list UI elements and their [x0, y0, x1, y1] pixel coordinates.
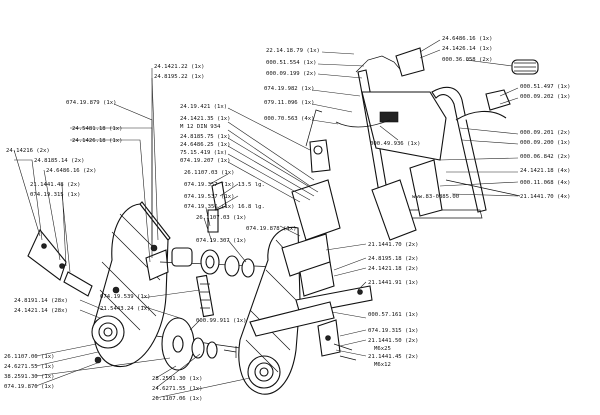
- part-label: 26.1107.03 (1x): [196, 215, 247, 221]
- part-label: M6x25: [374, 346, 391, 352]
- part-label: 000.09.201 (2x): [520, 130, 571, 136]
- part-label: 24.1426.18 (1x): [72, 138, 123, 144]
- part-label: 079.11.096 (1x): [264, 100, 315, 106]
- part-label: 24.5481.18 (1x): [72, 126, 123, 132]
- part-label: 074.19.315 (1x): [30, 192, 81, 198]
- part-label: 75.15.419 (1x): [180, 150, 227, 156]
- part-label: 24.8195.22 (1x): [154, 74, 205, 80]
- part-label: 000.70.563 (4x): [264, 116, 315, 122]
- part-label: 24.8195.18 (2x): [368, 256, 419, 262]
- left-chain-case: [27, 201, 171, 368]
- part-label: 24.6271.55 (1x): [4, 364, 55, 370]
- part-label: 074.19.878 (1x): [246, 226, 297, 232]
- part-label: 074.19.315 (1x): [368, 328, 419, 334]
- part-label: 074.19.356 (1x) 16.8 lg.: [184, 204, 265, 210]
- part-label: 074.19.537 (1x): [184, 194, 235, 200]
- part-label: 24.14216 (2x): [6, 148, 50, 154]
- part-label: 21.1441.70 (2x): [368, 242, 419, 248]
- part-label: 24.6486.16 (1x): [442, 36, 493, 42]
- part-label: 26.1107.06 (1x): [4, 354, 55, 360]
- part-labels: 22.14.18.79 (1x) 24.6486.16 (1x) 24.1426…: [4, 36, 571, 402]
- part-label: 24.6271.55 (1x): [152, 386, 203, 392]
- part-label: 21.1441.50 (2x): [368, 338, 419, 344]
- part-label: 24.1421.18 (2x): [368, 266, 419, 272]
- part-label: 000.99.911 (1x): [196, 318, 247, 324]
- right-chain-case: [238, 226, 373, 395]
- part-label: 000.09.199 (2x): [266, 71, 317, 77]
- part-label: M 12 DIN 934: [180, 124, 221, 130]
- diagram-reference-url: www.83-0885.00: [412, 194, 459, 200]
- part-label: 074.19.982 (1x): [264, 86, 315, 92]
- part-label: 000.49.936 (1x): [370, 141, 421, 147]
- part-label: 28.2591.30 (1x): [152, 376, 203, 382]
- part-label: 074.19.539 (1x): [100, 294, 151, 300]
- part-label: 24.19.421 (1x): [180, 104, 227, 110]
- part-label: 21.1441.48 (2x): [30, 182, 81, 188]
- part-label: 24.6486.16 (2x): [46, 168, 97, 174]
- part-label: 24.8191.14 (28x): [14, 298, 68, 304]
- part-label: 000.51.497 (1x): [520, 84, 571, 90]
- part-label: 074.19.357 (1x) 13.5 lg.: [184, 182, 265, 188]
- part-label: M6x12: [374, 362, 391, 368]
- part-label: 000.09.202 (1x): [520, 94, 571, 100]
- part-label: 24.1421.22 (1x): [154, 64, 205, 70]
- part-label: 21.1441.45 (2x): [368, 354, 419, 360]
- center-gear-assembly: [155, 181, 301, 371]
- part-label: 24.8185.14 (2x): [34, 158, 85, 164]
- leader-lines: [13, 39, 519, 399]
- part-label: 000.57.161 (1x): [368, 312, 419, 318]
- part-label: 26.1107.03 (1x): [184, 170, 235, 176]
- part-label: 074.19.207 (1x): [180, 158, 231, 164]
- part-label: 24.1426.14 (1x): [442, 46, 493, 52]
- part-label: 000.51.554 (1x): [266, 60, 317, 66]
- part-label: 000.11.068 (4x): [520, 180, 571, 186]
- part-label: 22.14.18.79 (1x): [266, 48, 320, 54]
- warning-decal: [379, 111, 399, 123]
- handlebar-assembly: [291, 47, 539, 241]
- part-label: 24.8185.75 (1x): [180, 134, 231, 140]
- part-label: 21.5443.24 (1x): [100, 306, 151, 312]
- part-label: 21.1441.70 (4x): [520, 194, 571, 200]
- part-label: 074.19.879 (1x): [66, 100, 117, 106]
- part-label: 24.6486.25 (1x): [180, 142, 231, 148]
- part-label: 24.1421.18 (4x): [520, 168, 571, 174]
- part-label: 38.2591.30 (1x): [4, 374, 55, 380]
- part-label: 000.36.058 (2x): [442, 57, 493, 63]
- part-label: 24.1421.35 (1x): [180, 116, 231, 122]
- part-label: 000.09.200 (1x): [520, 140, 571, 146]
- part-label: 000.06.842 (2x): [520, 154, 571, 160]
- part-label: 21.1441.91 (1x): [368, 280, 419, 286]
- part-label: 074.19.876 (1x): [4, 384, 55, 390]
- part-label: 074.19.307 (1x): [196, 238, 247, 244]
- part-label: 26.1107.06 (1x): [152, 396, 203, 402]
- part-label: 24.1421.14 (28x): [14, 308, 68, 314]
